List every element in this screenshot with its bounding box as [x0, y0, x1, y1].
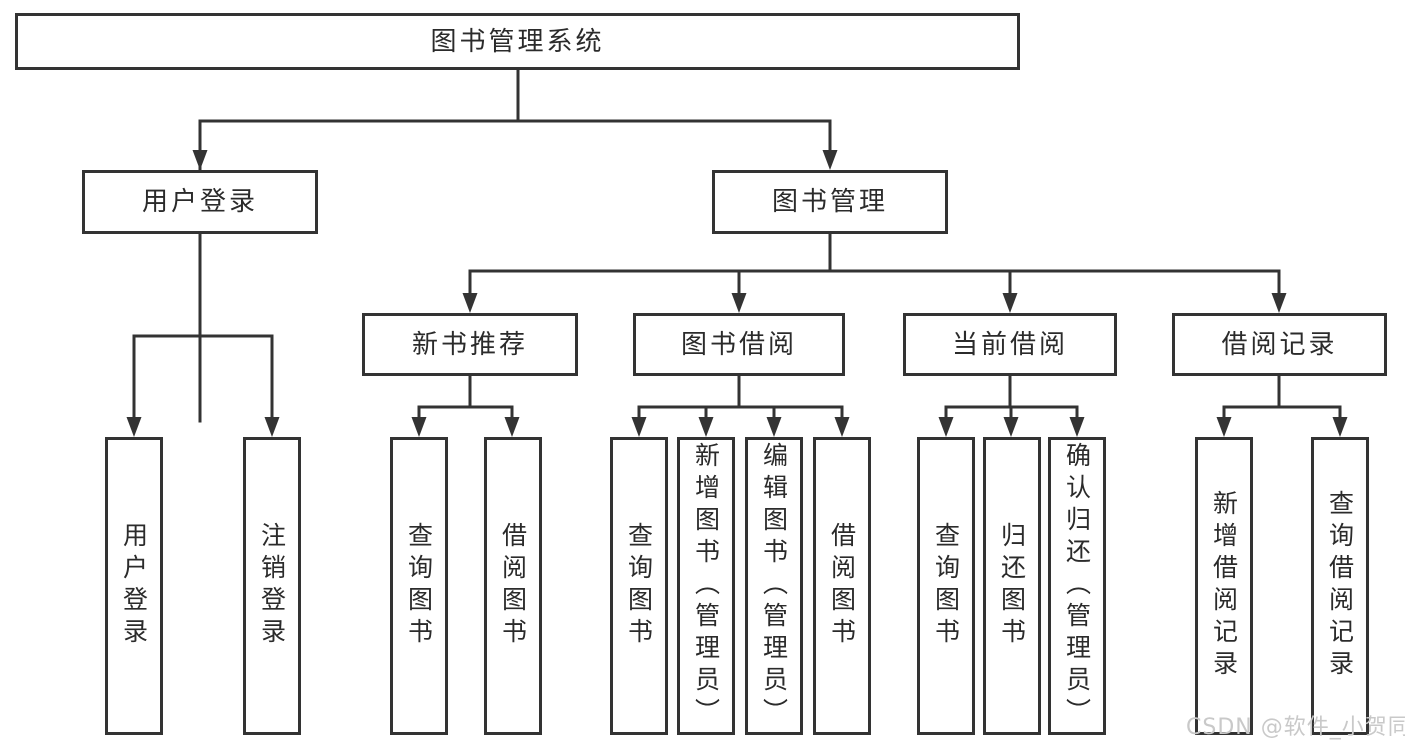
- leaf-return-books: 归还图书: [983, 437, 1041, 735]
- node-label: 查询图书: [931, 522, 961, 650]
- arrowheads: [126, 150, 1348, 437]
- node-label: 用户登录: [119, 522, 149, 650]
- node-book-management: 图书管理: [712, 170, 948, 234]
- node-label: 借阅图书: [498, 522, 528, 650]
- leaf-query-borrow-record: 查询借阅记录: [1311, 437, 1369, 735]
- node-user-login: 用户登录: [82, 170, 318, 234]
- node-new-book-recommendation: 新书推荐: [362, 313, 578, 376]
- node-label: 注销登录: [257, 522, 287, 650]
- node-label: 查询图书: [404, 522, 434, 650]
- node-label: 借阅图书: [827, 522, 857, 650]
- leaf-recommend-query-books: 查询图书: [390, 437, 448, 735]
- leaf-logout: 注销登录: [243, 437, 301, 735]
- node-label: 归还图书: [997, 522, 1027, 650]
- leaf-user-login: 用户登录: [105, 437, 163, 735]
- leaf-borrowing-borrow-books: 借阅图书: [813, 437, 871, 735]
- node-label: 图书管理: [771, 187, 888, 217]
- node-current-borrowing: 当前借阅: [903, 313, 1117, 376]
- csdn-watermark: CSDN @软件_小贺同学: [1186, 715, 1405, 740]
- node-label: 查询借阅记录: [1325, 490, 1355, 682]
- node-label: 用户登录: [141, 187, 258, 217]
- node-label: 当前借阅: [951, 329, 1068, 360]
- node-library-management-system: 图书管理系统: [15, 13, 1020, 70]
- node-label: 图书管理系统: [430, 26, 605, 57]
- node-label: 新增图书（管理员）: [691, 442, 721, 730]
- node-label: 确认归还（管理员）: [1062, 442, 1092, 730]
- node-label: 新书推荐: [411, 329, 528, 360]
- node-borrowing-records: 借阅记录: [1172, 313, 1387, 376]
- node-label: 新增借阅记录: [1209, 490, 1239, 682]
- node-label: 查询图书: [624, 522, 654, 650]
- node-label: 借阅记录: [1221, 329, 1338, 360]
- leaf-edit-books-admin: 编辑图书（管理员）: [745, 437, 803, 735]
- leaf-add-books-admin: 新增图书（管理员）: [677, 437, 735, 735]
- node-label: 编辑图书（管理员）: [759, 442, 789, 730]
- leaf-add-borrow-record: 新增借阅记录: [1195, 437, 1253, 735]
- leaf-recommend-borrow-books: 借阅图书: [484, 437, 542, 735]
- node-book-borrowing: 图书借阅: [633, 313, 845, 376]
- leaf-confirm-return-admin: 确认归还（管理员）: [1048, 437, 1106, 735]
- leaf-current-query-books: 查询图书: [917, 437, 975, 735]
- leaf-borrowing-query-books: 查询图书: [610, 437, 668, 735]
- node-label: 图书借阅: [680, 329, 797, 360]
